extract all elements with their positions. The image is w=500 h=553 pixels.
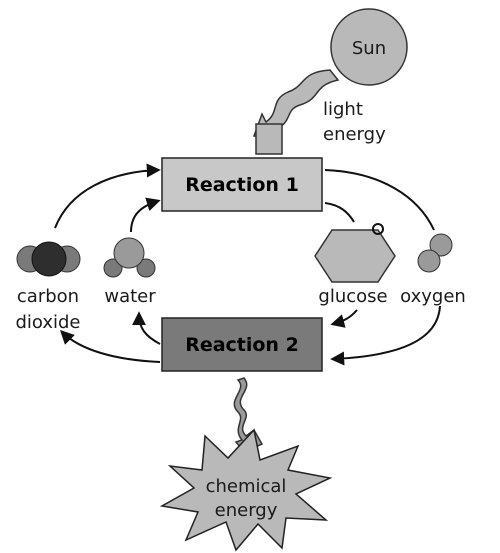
water-oxygen [113, 237, 145, 269]
water-molecule [103, 237, 156, 278]
burst-shape [159, 428, 333, 552]
reaction-1-label: Reaction 1 [185, 174, 299, 196]
oxygen-label: oxygen [400, 286, 466, 307]
sun-label: Sun [352, 38, 386, 59]
sun-circle [330, 8, 408, 86]
carbon-dioxide-label-2: dioxide [15, 312, 80, 333]
glucose-oxygen-atom [372, 223, 384, 235]
water-label: water [104, 286, 156, 307]
light-energy-arrow [252, 69, 340, 155]
water-hydrogen-right [136, 258, 156, 278]
arrow-oxygen-to-reaction2 [330, 305, 441, 366]
water-hydrogen-left [103, 258, 123, 278]
reaction-1-rect [161, 157, 323, 212]
arrow-glucose-to-reaction2 [330, 309, 358, 328]
reaction-2-label: Reaction 2 [185, 334, 299, 356]
glucose-hexagon [314, 229, 396, 283]
light-energy-label-1: light [323, 99, 363, 120]
arrow-reaction2-to-co2 [60, 330, 161, 363]
oxygen-atom-top [429, 233, 453, 257]
carbon-dioxide-molecule [16, 241, 81, 277]
glucose-molecule [314, 223, 396, 283]
co2-carbon [31, 241, 67, 277]
sun: Sun [330, 8, 408, 86]
reaction-2-box: Reaction 2 [161, 317, 323, 372]
arrow-reaction1-to-oxygen [324, 169, 435, 231]
carbon-dioxide-label-1: carbon [17, 286, 79, 307]
chemical-energy-label-2: energy [215, 500, 278, 521]
light-arrow-stem [255, 123, 283, 155]
glucose-label: glucose [318, 286, 387, 307]
oxygen-molecule [417, 233, 453, 273]
arrow-reaction2-to-water [132, 311, 161, 345]
chemical-energy-burst: chemical energy [159, 428, 333, 552]
arrow-water-to-reaction1 [130, 197, 161, 233]
arrow-reaction1-to-glucose [324, 202, 355, 223]
arrow-co2-to-reaction1 [54, 163, 161, 229]
reaction-1-box: Reaction 1 [161, 157, 323, 212]
reaction-2-rect [161, 317, 323, 372]
chemical-energy-label-1: chemical [206, 476, 287, 497]
oxygen-atom-bottom [417, 249, 441, 273]
light-energy-label-2: energy [323, 124, 386, 145]
